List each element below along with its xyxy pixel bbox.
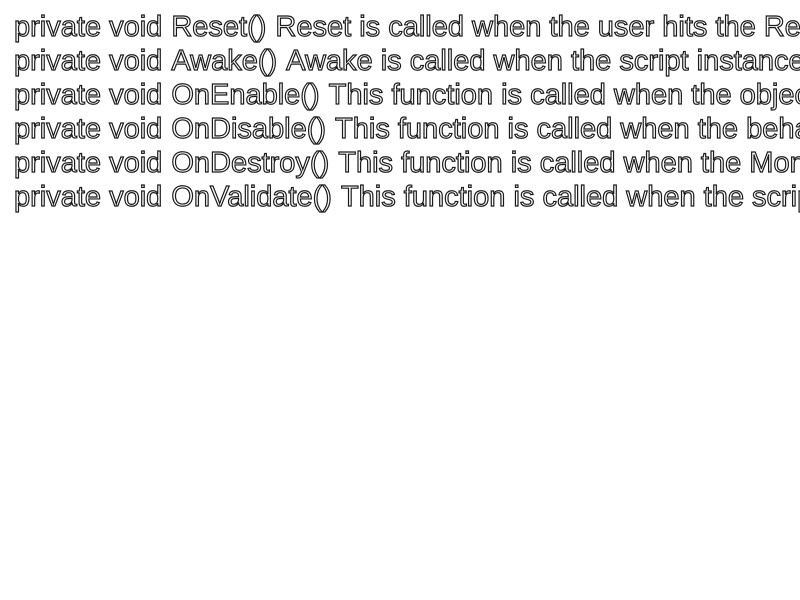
method-signature: Awake() <box>171 44 278 77</box>
method-signature: OnValidate() <box>171 180 333 213</box>
method-description: Reset is called when the user hits the R… <box>275 10 800 43</box>
method-prefix: private void <box>14 112 163 145</box>
method-signature: OnDisable() <box>171 112 327 145</box>
method-description: This function is called when the object … <box>328 78 800 111</box>
method-prefix: private void <box>14 10 163 43</box>
method-prefix: private void <box>14 78 163 111</box>
method-description: This function is called when the script … <box>340 180 800 213</box>
method-prefix: private void <box>14 146 163 179</box>
method-signature: Reset() <box>171 10 267 43</box>
method-signature: OnDestroy() <box>171 146 330 179</box>
method-description: This function is called when the MonoBeh… <box>338 146 800 179</box>
method-description: This function is called when the behavio… <box>334 112 800 145</box>
method-signature: OnEnable() <box>171 78 321 111</box>
method-description: Awake is called when the script instance… <box>286 44 800 77</box>
method-prefix: private void <box>14 180 163 213</box>
method-prefix: private void <box>14 44 163 77</box>
